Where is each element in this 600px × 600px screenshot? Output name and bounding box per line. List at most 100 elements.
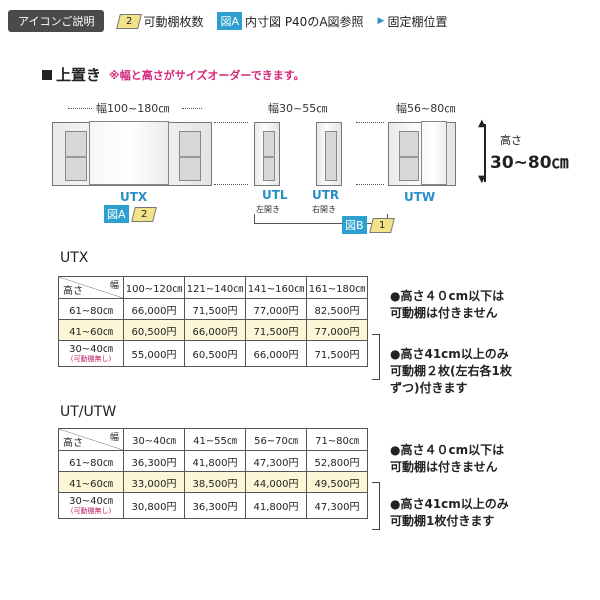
- ut-note-2-line-2: 可動棚1枚付きます: [390, 514, 495, 528]
- utx-col-header: 161~180㎝: [306, 276, 368, 299]
- ut-price-table: 高さ幅 30~40㎝ 41~55㎝ 56~70㎝ 71~80㎝ 61~80㎝ 3…: [58, 428, 368, 519]
- triangle-right-icon: ▶: [377, 16, 385, 26]
- utl-cabinet-image: [254, 122, 280, 186]
- price-cell: 47,300円: [245, 450, 307, 472]
- ut-row-header: 41~60㎝: [58, 471, 124, 493]
- utx-col-header: 100~120㎝: [123, 276, 185, 299]
- utx-corner-cell: 高さ幅: [58, 276, 124, 299]
- utl-utr-width-label: 幅30~55㎝: [268, 102, 328, 115]
- utx-note-2: ●高さ41cm以上のみ 可動棚２枚(左右各1枚 ずつ)付きます: [390, 346, 512, 397]
- table-row: 41~60㎝ 33,000円 38,500円 44,000円 49,500円: [58, 471, 368, 493]
- utx-col-header: 121~140㎝: [184, 276, 246, 299]
- utx-note-bracket: [372, 334, 380, 380]
- price-cell: 36,300円: [123, 450, 185, 472]
- utx-width-label: 幅100~180㎝: [96, 102, 170, 115]
- utx-price-table: 高さ幅 100~120㎝ 121~140㎝ 141~160㎝ 161~180㎝ …: [58, 276, 368, 367]
- shelf-count-badge-icon: 2: [116, 13, 143, 29]
- utl-sub-label: 左開き: [256, 205, 280, 214]
- utx-note-1-line-1: ●高さ４０cm以下は: [390, 289, 505, 303]
- ut-note-2: ●高さ41cm以上のみ 可動棚1枚付きます: [390, 496, 509, 530]
- figure-badge-icon: 図A: [217, 12, 242, 30]
- price-cell: 30,800円: [123, 492, 185, 519]
- section-title: 上置き ※幅と高さがサイズオーダーできます。: [42, 64, 305, 85]
- utx-table-title: UTX: [60, 250, 89, 266]
- price-cell: 82,500円: [306, 298, 368, 320]
- table-row: 61~80㎝ 36,300円 41,800円 47,300円 52,800円: [58, 450, 368, 472]
- price-cell: 71,500円: [306, 340, 368, 367]
- table-row: 61~80㎝ 66,000円 71,500円 77,000円 82,500円: [58, 298, 368, 320]
- utx-row-header: 61~80㎝: [58, 298, 124, 320]
- price-cell: 60,500円: [184, 340, 246, 367]
- ut-row-label: 30~40㎝: [69, 496, 113, 507]
- utx-header-row: 高さ幅 100~120㎝ 121~140㎝ 141~160㎝ 161~180㎝: [58, 276, 368, 299]
- price-cell: 66,000円: [123, 298, 185, 320]
- price-cell: 41,800円: [184, 450, 246, 472]
- price-cell: 77,000円: [306, 319, 368, 341]
- price-cell: 66,000円: [184, 319, 246, 341]
- ut-note-1-line-2: 可動棚は付きません: [390, 460, 498, 474]
- utx-note-2-line-3: ずつ)付きます: [390, 381, 468, 395]
- ut-row-header: 61~80㎝: [58, 450, 124, 472]
- utx-note-1: ●高さ４０cm以下は 可動棚は付きません: [390, 288, 504, 322]
- price-cell: 41,800円: [245, 492, 307, 519]
- ut-header-row: 高さ幅 30~40㎝ 41~55㎝ 56~70㎝ 71~80㎝: [58, 428, 368, 451]
- utl-label: UTL: [262, 188, 288, 202]
- height-label: 高さ: [500, 134, 522, 147]
- table-row: 30~40㎝ (可動棚無し) 30,800円 36,300円 41,800円 4…: [58, 492, 368, 519]
- price-cell: 47,300円: [306, 492, 368, 519]
- utl-utr-fig-ref: 図B 1: [342, 216, 395, 234]
- utw-label: UTW: [404, 190, 436, 204]
- ut-row-header: 30~40㎝ (可動棚無し): [58, 492, 124, 519]
- utl-utr-figure-badge-icon: 図B: [342, 216, 367, 234]
- ut-col-header: 71~80㎝: [306, 428, 368, 451]
- shelf-count-label: 可動棚枚数: [143, 14, 204, 29]
- legend-figure-ref: 図A 内寸図 P40のA図参照: [217, 12, 364, 30]
- fixed-shelf-label: 固定棚位置: [387, 14, 448, 29]
- utx-row-header: 41~60㎝: [58, 319, 124, 341]
- height-arrow: [484, 124, 486, 182]
- utx-fig-ref: 図A 2: [104, 205, 157, 223]
- black-square-icon: [42, 69, 52, 80]
- ut-col-header: 56~70㎝: [245, 428, 307, 451]
- utw-cabinet-image: [388, 121, 456, 186]
- height-arrow-top-icon: ▲: [478, 118, 486, 129]
- ut-note-bracket: [372, 482, 380, 530]
- legend-fixed-shelf: ▶ 固定棚位置: [378, 13, 448, 30]
- price-cell: 38,500円: [184, 471, 246, 493]
- ut-note-1: ●高さ４０cm以下は 可動棚は付きません: [390, 442, 504, 476]
- utw-width-label: 幅56~80㎝: [396, 102, 456, 115]
- utx-width-line-right: [182, 108, 202, 109]
- price-cell: 55,000円: [123, 340, 185, 367]
- bottom-guide-line-1: [214, 184, 248, 185]
- ut-note-1-line-1: ●高さ４０cm以下は: [390, 443, 505, 457]
- ut-note-2-line-1: ●高さ41cm以上のみ: [390, 497, 509, 511]
- utx-col-header: 141~160㎝: [245, 276, 307, 299]
- utx-figure-badge-icon: 図A: [104, 205, 129, 223]
- price-cell: 52,800円: [306, 450, 368, 472]
- price-cell: 71,500円: [245, 319, 307, 341]
- utl-utr-shelf-badge-icon: 1: [368, 217, 395, 233]
- price-cell: 33,000円: [123, 471, 185, 493]
- ut-no-shelf-note: (可動棚無し): [70, 507, 112, 515]
- utx-row-label: 30~40㎝: [69, 344, 113, 355]
- utr-cabinet-image: [316, 122, 342, 186]
- top-guide-line-1: [214, 122, 248, 123]
- utx-note-2-line-2: 可動棚２枚(左右各1枚: [390, 364, 512, 378]
- table-row: 41~60㎝ 60,500円 66,000円 71,500円 77,000円: [58, 319, 368, 341]
- price-cell: 44,000円: [245, 471, 307, 493]
- utx-label: UTX: [120, 190, 148, 204]
- utr-label: UTR: [312, 188, 340, 202]
- utx-row-header: 30~40㎝ (可動棚無し): [58, 340, 124, 367]
- price-cell: 71,500円: [184, 298, 246, 320]
- icon-legend-tag: アイコンご説明: [8, 10, 105, 32]
- figure-ref-label: 内寸図 P40のA図参照: [245, 14, 364, 29]
- section-title-text: 上置き: [56, 66, 102, 84]
- utr-sub-label: 右開き: [312, 205, 336, 214]
- table-row: 30~40㎝ (可動棚無し) 55,000円 60,500円 66,000円 7…: [58, 340, 368, 367]
- legend-shelf-count: 2 可動棚枚数: [116, 13, 204, 30]
- price-cell: 77,000円: [245, 298, 307, 320]
- price-cell: 66,000円: [245, 340, 307, 367]
- utx-note-2-line-1: ●高さ41cm以上のみ: [390, 347, 509, 361]
- price-cell: 36,300円: [184, 492, 246, 519]
- ut-corner-cell: 高さ幅: [58, 428, 124, 451]
